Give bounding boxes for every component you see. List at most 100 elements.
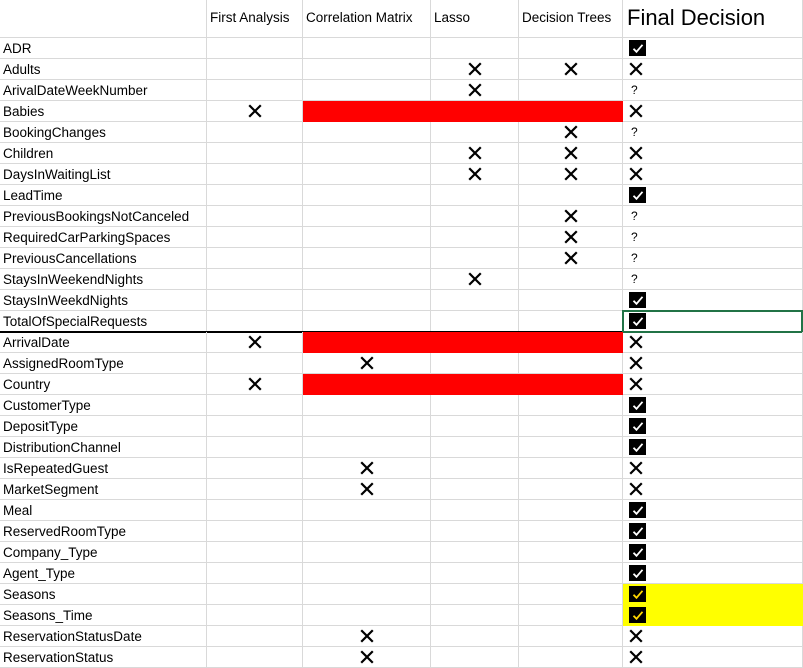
lasso-cell[interactable] (431, 227, 519, 248)
decision-trees-cell[interactable] (519, 185, 623, 206)
correlation-matrix-cell[interactable] (303, 458, 431, 479)
feature-label[interactable]: MarketSegment (0, 479, 207, 500)
first-analysis-cell[interactable] (207, 290, 303, 311)
first-analysis-cell[interactable] (207, 269, 303, 290)
final-decision-cell[interactable] (623, 647, 803, 668)
first-analysis-cell[interactable] (207, 563, 303, 584)
correlation-matrix-cell[interactable] (303, 626, 431, 647)
decision-trees-cell[interactable] (519, 353, 623, 374)
decision-trees-cell[interactable] (519, 563, 623, 584)
header-feature-column[interactable] (0, 0, 207, 38)
final-decision-cell[interactable] (623, 458, 803, 479)
correlation-matrix-cell[interactable] (303, 122, 431, 143)
feature-label[interactable]: ReservedRoomType (0, 521, 207, 542)
feature-label[interactable]: DaysInWaitingList (0, 164, 207, 185)
decision-trees-cell[interactable] (519, 164, 623, 185)
lasso-cell[interactable] (431, 521, 519, 542)
decision-trees-cell[interactable] (519, 437, 623, 458)
final-decision-cell[interactable] (623, 311, 803, 332)
first-analysis-cell[interactable] (207, 374, 303, 395)
decision-trees-cell[interactable] (519, 647, 623, 668)
feature-label[interactable]: TotalOfSpecialRequests (0, 311, 207, 332)
correlation-matrix-cell[interactable] (303, 80, 431, 101)
correlation-matrix-cell[interactable] (303, 143, 431, 164)
feature-label[interactable]: RequiredCarParkingSpaces (0, 227, 207, 248)
first-analysis-cell[interactable] (207, 584, 303, 605)
decision-trees-cell[interactable] (519, 311, 623, 332)
final-decision-cell[interactable] (623, 164, 803, 185)
correlation-matrix-cell[interactable] (303, 416, 431, 437)
final-decision-cell[interactable]: ? (623, 206, 803, 227)
header-lasso[interactable]: Lasso (431, 0, 519, 38)
first-analysis-cell[interactable] (207, 185, 303, 206)
correlation-matrix-cell[interactable] (303, 38, 431, 59)
feature-label[interactable]: Meal (0, 500, 207, 521)
correlation-matrix-cell[interactable] (303, 500, 431, 521)
lasso-cell[interactable] (431, 59, 519, 80)
first-analysis-cell[interactable] (207, 437, 303, 458)
lasso-cell[interactable] (431, 479, 519, 500)
lasso-cell[interactable] (431, 122, 519, 143)
header-first-analysis[interactable]: First Analysis (207, 0, 303, 38)
lasso-cell[interactable] (431, 563, 519, 584)
feature-label[interactable]: DistributionChannel (0, 437, 207, 458)
first-analysis-cell[interactable] (207, 353, 303, 374)
decision-trees-cell[interactable] (519, 122, 623, 143)
decision-trees-cell[interactable] (519, 38, 623, 59)
feature-label[interactable]: Country (0, 374, 207, 395)
lasso-cell[interactable] (431, 38, 519, 59)
feature-label[interactable]: DepositType (0, 416, 207, 437)
decision-trees-cell[interactable] (519, 248, 623, 269)
correlation-matrix-cell[interactable] (303, 542, 431, 563)
first-analysis-cell[interactable] (207, 143, 303, 164)
first-analysis-cell[interactable] (207, 458, 303, 479)
first-analysis-cell[interactable] (207, 227, 303, 248)
first-analysis-cell[interactable] (207, 101, 303, 122)
lasso-cell[interactable] (431, 500, 519, 521)
correlation-matrix-cell[interactable] (303, 479, 431, 500)
feature-label[interactable]: CustomerType (0, 395, 207, 416)
correlation-matrix-cell[interactable] (303, 206, 431, 227)
correlation-matrix-cell[interactable] (303, 437, 431, 458)
feature-label[interactable]: ArivalDateWeekNumber (0, 80, 207, 101)
first-analysis-cell[interactable] (207, 164, 303, 185)
lasso-cell[interactable] (431, 311, 519, 332)
lasso-cell[interactable] (431, 584, 519, 605)
final-decision-cell[interactable] (623, 38, 803, 59)
decision-trees-cell[interactable] (519, 626, 623, 647)
correlation-matrix-cell[interactable] (303, 290, 431, 311)
decision-trees-cell[interactable] (519, 416, 623, 437)
correlation-matrix-cell[interactable] (303, 647, 431, 668)
final-decision-cell[interactable] (623, 185, 803, 206)
first-analysis-cell[interactable] (207, 395, 303, 416)
correlation-matrix-cell[interactable] (303, 185, 431, 206)
feature-label[interactable]: Company_Type (0, 542, 207, 563)
decision-trees-cell[interactable] (519, 542, 623, 563)
lasso-cell[interactable] (431, 185, 519, 206)
correlation-matrix-cell[interactable] (303, 164, 431, 185)
lasso-cell[interactable] (431, 416, 519, 437)
first-analysis-cell[interactable] (207, 122, 303, 143)
final-decision-cell[interactable] (623, 521, 803, 542)
first-analysis-cell[interactable] (207, 521, 303, 542)
feature-label[interactable]: ADR (0, 38, 207, 59)
correlation-matrix-cell[interactable] (303, 353, 431, 374)
decision-trees-cell[interactable] (519, 605, 623, 626)
decision-trees-cell[interactable] (519, 584, 623, 605)
final-decision-cell[interactable] (623, 290, 803, 311)
lasso-cell[interactable] (431, 647, 519, 668)
feature-label[interactable]: ReservationStatusDate (0, 626, 207, 647)
feature-label[interactable]: Children (0, 143, 207, 164)
decision-trees-cell[interactable] (519, 458, 623, 479)
first-analysis-cell[interactable] (207, 500, 303, 521)
final-decision-cell[interactable] (623, 59, 803, 80)
correlation-matrix-cell[interactable] (303, 59, 431, 80)
first-analysis-cell[interactable] (207, 332, 303, 353)
decision-trees-cell[interactable] (519, 290, 623, 311)
lasso-cell[interactable] (431, 164, 519, 185)
final-decision-cell[interactable] (623, 374, 803, 395)
lasso-cell[interactable] (431, 248, 519, 269)
first-analysis-cell[interactable] (207, 605, 303, 626)
decision-trees-cell[interactable] (519, 500, 623, 521)
